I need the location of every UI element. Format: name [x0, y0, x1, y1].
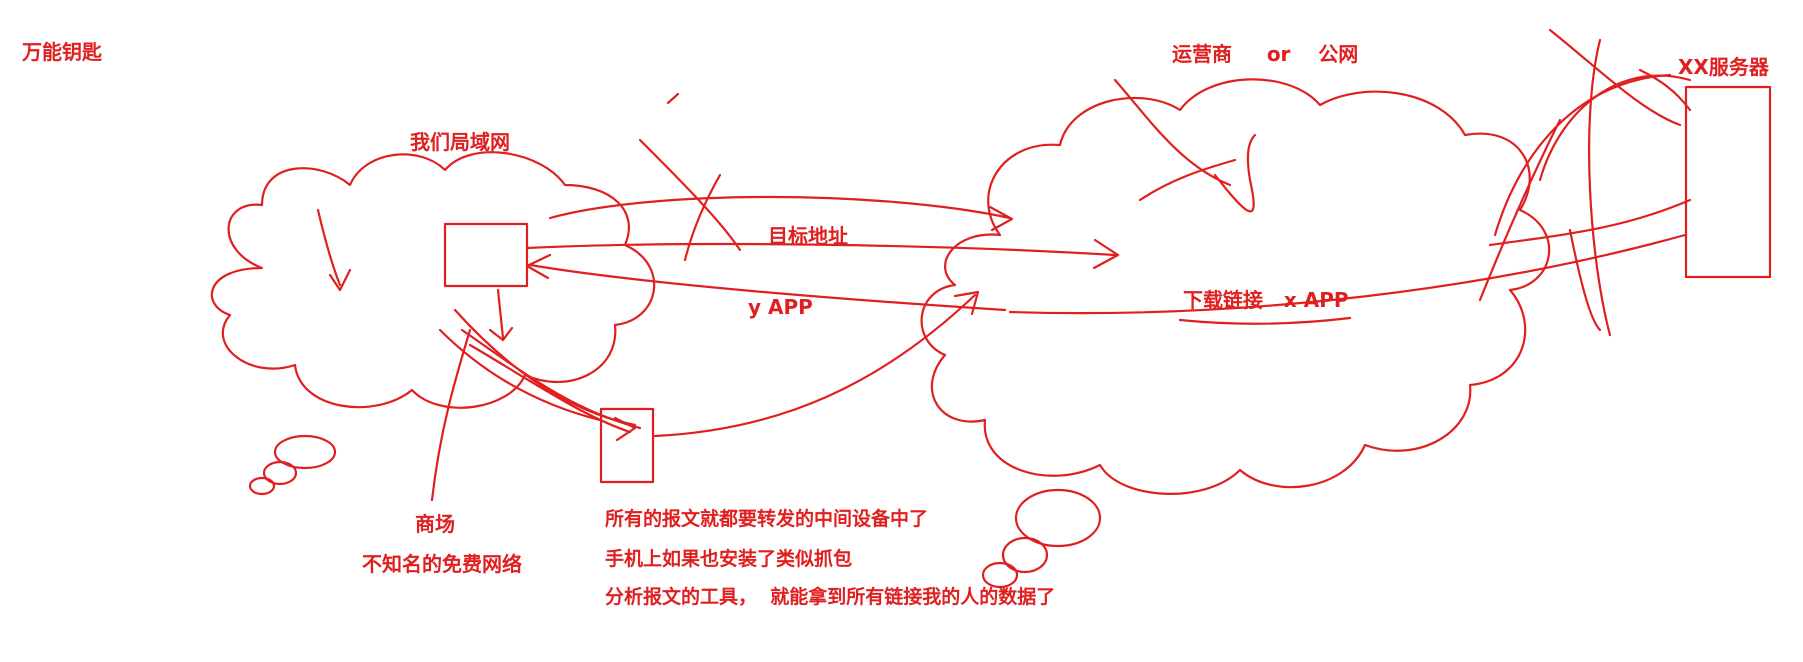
server-scribble-1	[1538, 74, 1692, 182]
note-line-2: 手机上如果也安装了类似抓包	[605, 548, 853, 570]
operator-label: 运营商 or 公网	[1172, 42, 1359, 66]
download-underline	[1178, 316, 1352, 325]
center-scribble-2	[683, 173, 722, 262]
arrow-to-target-head	[1092, 238, 1120, 270]
public-cloud-tail-medium	[1001, 536, 1049, 574]
lan-device-box	[443, 222, 529, 288]
middle-to-public-head	[953, 290, 980, 316]
server-scribble-6	[1478, 118, 1562, 302]
operator-scribble-2	[1213, 133, 1257, 213]
lan-to-middle-line-1	[453, 308, 637, 427]
free-network-label: 不知名的免费网络	[362, 552, 522, 576]
arrow-return-y-app-head	[525, 253, 552, 280]
center-scribble-1	[638, 138, 742, 252]
server-scribble-3	[1488, 198, 1692, 247]
operator-scribble-3	[1138, 158, 1237, 202]
lan-cloud-tail-small	[248, 476, 276, 496]
middle-to-public-line	[653, 293, 977, 438]
note-line-3: 分析报文的工具， 就能拿到所有链接我的人的数据了	[605, 586, 1056, 608]
title-label: 万能钥匙	[22, 40, 102, 64]
lan-label: 我们局域网	[410, 130, 510, 154]
lan-device-down-arrow-head	[488, 326, 514, 342]
note-line-1: 所有的报文就都要转发的中间设备中了	[605, 508, 929, 530]
download-link-label: 下载链接 x APP	[1183, 288, 1349, 312]
server-scribble-5	[1588, 38, 1612, 337]
server-scribble-8	[1638, 68, 1692, 112]
public-cloud	[920, 78, 1551, 495]
arrow-to-target	[525, 242, 1117, 257]
lan-cloud-tail-large	[273, 434, 337, 470]
lan-scribble-2	[328, 268, 352, 292]
target-address-label: 目标地址	[768, 224, 848, 248]
lan-to-middle-arrow-head	[613, 416, 637, 442]
server-scribble-7	[1568, 228, 1602, 332]
lan-cloud-tail-medium	[262, 460, 298, 486]
operator-scribble-1	[1113, 78, 1232, 187]
lan-to-middle-line-3	[468, 343, 632, 434]
arrow-return-y-app	[528, 263, 1007, 312]
server-box	[1684, 85, 1772, 279]
arrow-upper-wave-head	[988, 205, 1014, 232]
lan-to-middle-line-2	[460, 328, 642, 430]
lan-device-down-arrow	[496, 288, 505, 340]
lan-to-middle-line-4	[438, 328, 602, 422]
center-scribble-3	[666, 92, 680, 105]
server-scribble-4	[1548, 28, 1682, 127]
lan-cloud	[210, 151, 656, 409]
public-cloud-tail-small	[981, 561, 1019, 589]
public-cloud-tail-large	[1014, 488, 1102, 548]
middle-device-box	[599, 407, 655, 484]
arrow-download-link	[1008, 233, 1687, 315]
mall-label: 商场	[415, 512, 455, 536]
server-label: XX服务器	[1678, 55, 1769, 79]
mall-pointer-line	[430, 328, 472, 502]
lan-scribble-1	[316, 208, 342, 287]
arrow-upper-wave	[548, 195, 1012, 220]
y-app-label: y APP	[748, 295, 813, 319]
